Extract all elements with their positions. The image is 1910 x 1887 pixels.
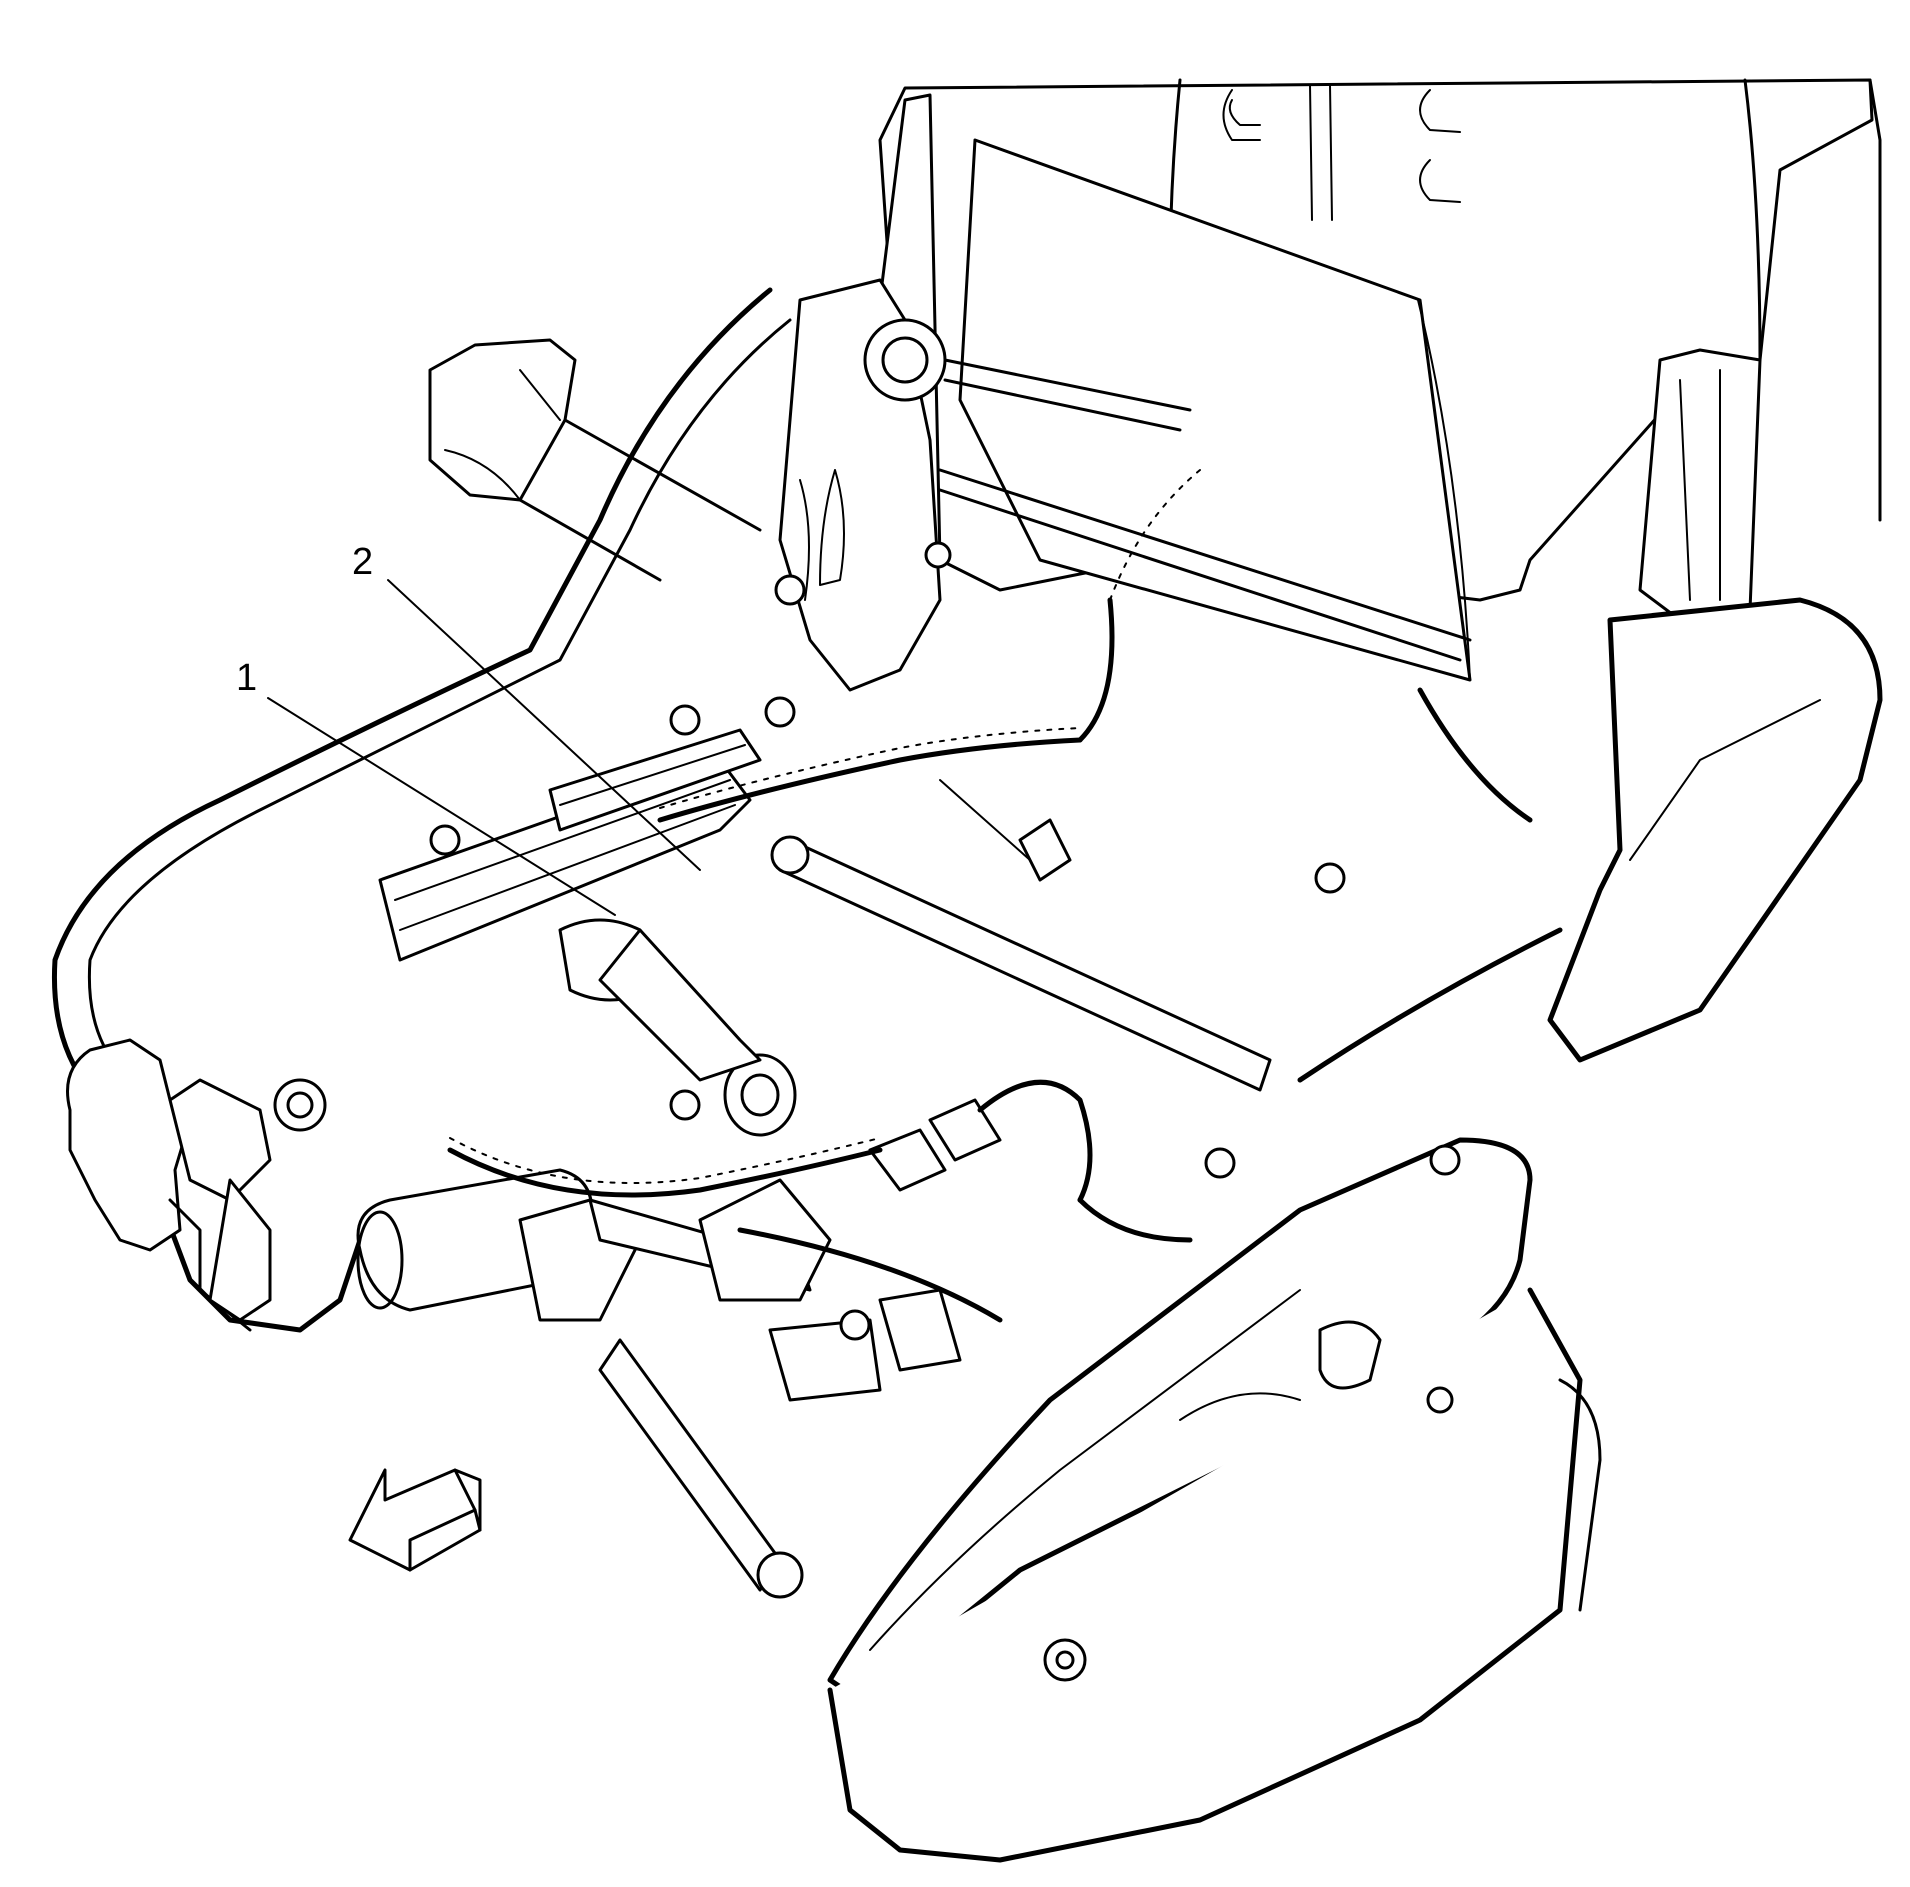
callout-2-leader bbox=[387, 579, 701, 871]
callout-1-leader bbox=[267, 697, 616, 916]
seat-cushion-frame bbox=[51, 278, 1192, 1333]
front-direction-arrow-icon bbox=[348, 1468, 482, 1572]
callout-leaders bbox=[267, 579, 701, 916]
callout-1-label: 1 bbox=[236, 657, 257, 699]
callout-2-label: 2 bbox=[352, 541, 373, 583]
right-side-shield bbox=[827, 597, 1883, 1863]
seat-back bbox=[878, 78, 1882, 682]
seat-track-and-motors bbox=[356, 469, 1563, 1599]
